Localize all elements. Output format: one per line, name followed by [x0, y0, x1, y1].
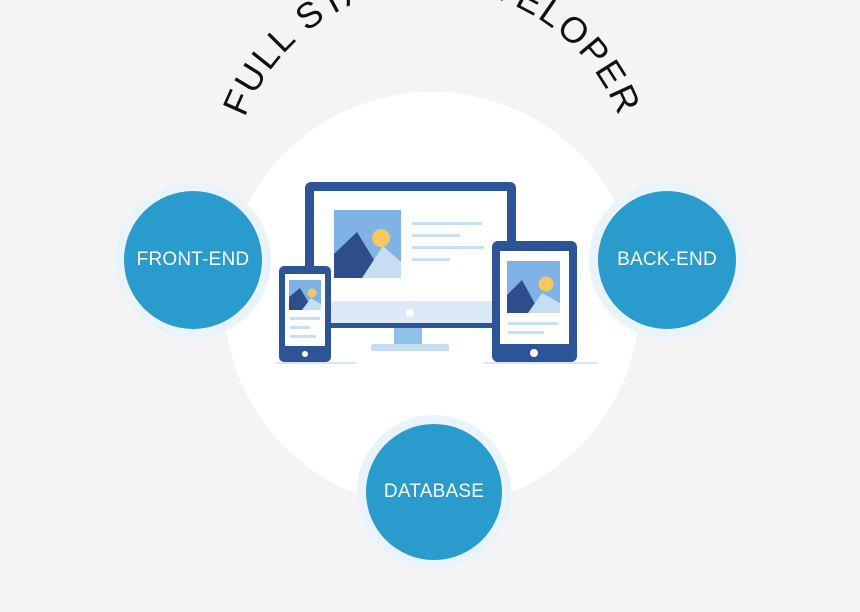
phone-image-placeholder-icon: [289, 280, 321, 310]
front-end-node: FRONT-END: [124, 191, 262, 329]
tablet-image-placeholder-icon: [507, 261, 560, 313]
floor-line-right: [484, 362, 598, 364]
desktop-monitor-icon: [305, 182, 516, 351]
floor-line-left: [276, 362, 356, 364]
back-end-node: BACK-END: [598, 191, 736, 329]
tablet-icon: [492, 241, 577, 362]
image-placeholder-icon: [334, 210, 401, 278]
database-label: DATABASE: [383, 481, 485, 502]
front-end-label: FRONT-END: [136, 249, 250, 270]
smartphone-icon: [279, 266, 331, 362]
back-end-label: BACK-END: [617, 249, 717, 270]
database-node: DATABASE: [366, 424, 502, 560]
